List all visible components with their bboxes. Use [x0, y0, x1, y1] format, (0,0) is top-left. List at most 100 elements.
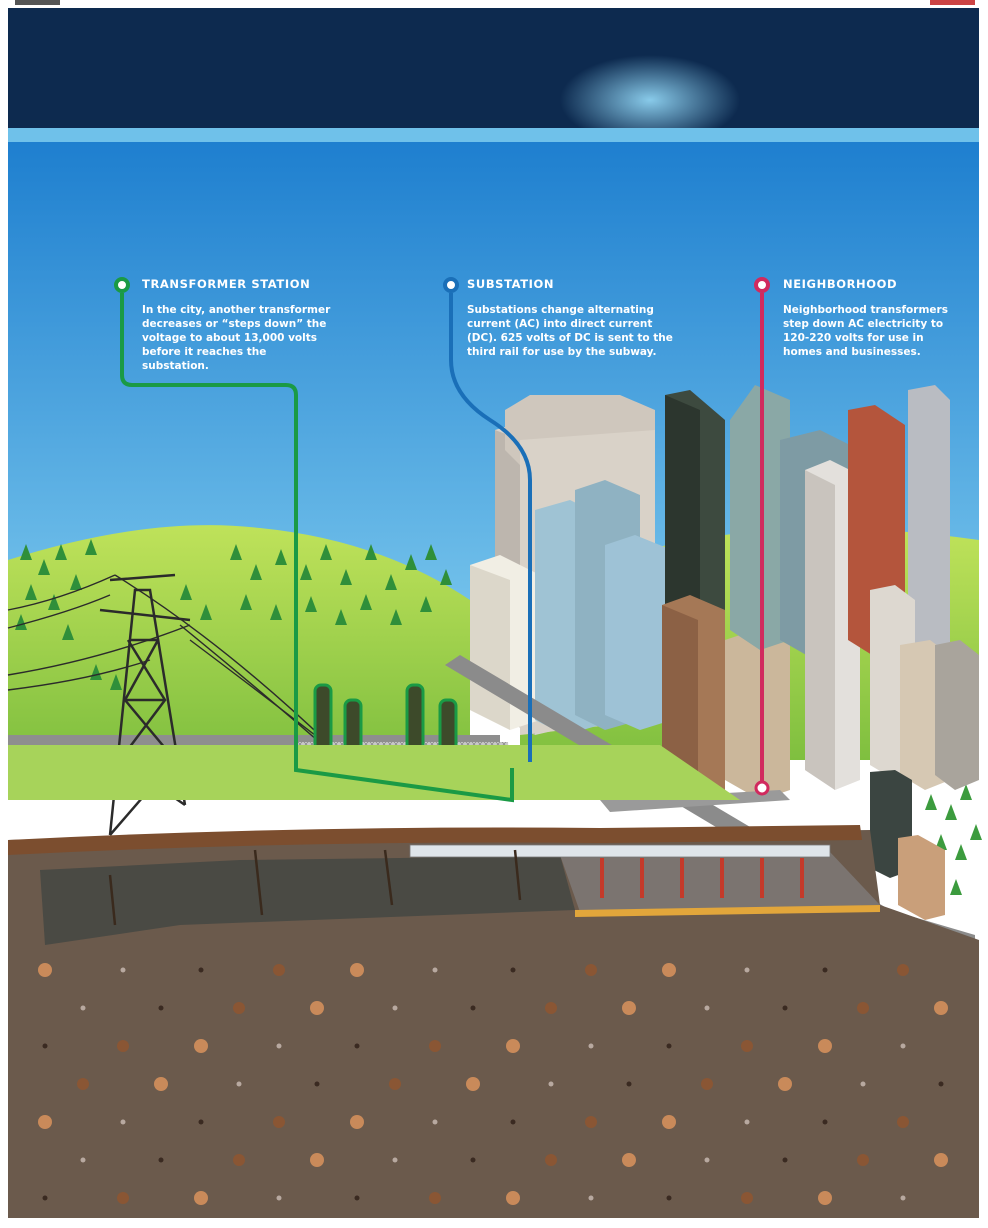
- soil-dot: [934, 1001, 948, 1015]
- neighborhood-endpoint: [754, 780, 770, 796]
- soil-dot: [510, 967, 516, 973]
- platform-edge: [575, 905, 880, 917]
- soil-dot: [392, 1157, 398, 1163]
- soil-dot: [744, 967, 750, 973]
- ground-surface: [8, 745, 740, 800]
- transformer-callout: TRANSFORMER STATION In the city, another…: [142, 277, 332, 373]
- soil-dot: [120, 1119, 126, 1125]
- soil-dot: [900, 1043, 906, 1049]
- earth-crust: [8, 830, 979, 1218]
- soil-dot: [666, 1195, 672, 1201]
- soil-dot: [80, 1157, 86, 1163]
- power-lines: [7, 574, 361, 771]
- soil-dot: [744, 1119, 750, 1125]
- crop-bar-right: [930, 0, 975, 5]
- tree-cluster-right: [920, 784, 982, 895]
- soil-dot: [622, 1001, 636, 1015]
- transformer-title: TRANSFORMER STATION: [142, 277, 311, 291]
- soil-dot: [662, 1115, 676, 1129]
- soil-dot: [273, 964, 285, 976]
- soil-dot: [194, 1191, 208, 1205]
- soil-dot: [38, 963, 52, 977]
- tunnel-supports: [108, 849, 522, 926]
- soil-dot: [506, 1039, 520, 1053]
- crop-bar-left: [15, 0, 60, 5]
- soil-dot: [276, 1195, 282, 1201]
- soil-dot: [782, 1005, 788, 1011]
- soil-dot: [545, 1002, 557, 1014]
- soil-dot: [545, 1154, 557, 1166]
- soil-dot: [38, 1115, 52, 1129]
- soil-dot: [236, 1081, 242, 1087]
- soil-dots: [38, 963, 948, 1205]
- soil-dot: [666, 1043, 672, 1049]
- soil-dot: [117, 1040, 129, 1052]
- horizon-strip: [8, 128, 979, 142]
- soil-dot: [429, 1192, 441, 1204]
- neighborhood-callout: NEIGHBORHOOD Neighborhood transformers s…: [783, 277, 948, 359]
- platform-columns: [600, 858, 804, 898]
- transformer-text: In the city, another transformer decreas…: [142, 304, 331, 372]
- soil-dot: [782, 1157, 788, 1163]
- city-street: [445, 655, 975, 948]
- soil-dot: [704, 1157, 710, 1163]
- neighborhood-marker: [754, 277, 770, 293]
- soil-dot: [470, 1005, 476, 1011]
- neighborhood-title: NEIGHBORHOOD: [783, 277, 898, 291]
- soil-dot: [704, 1005, 710, 1011]
- soil-dot: [233, 1002, 245, 1014]
- soil-dot: [80, 1005, 86, 1011]
- substation-callout: SUBSTATION Substations change alternatin…: [467, 277, 682, 359]
- soil-dot: [77, 1078, 89, 1090]
- soil-dot: [548, 1081, 554, 1087]
- soil-dot: [42, 1043, 48, 1049]
- soil-dot: [233, 1154, 245, 1166]
- soil-dot: [354, 1043, 360, 1049]
- subway-train: [409, 844, 831, 858]
- transformer-marker: [114, 277, 130, 293]
- soil-dot: [120, 967, 126, 973]
- soil-dot: [117, 1192, 129, 1204]
- soil-dot: [818, 1039, 832, 1053]
- soil-dot: [310, 1153, 324, 1167]
- cross-street: [600, 790, 790, 812]
- soil-dot: [350, 963, 364, 977]
- soil-dot: [741, 1192, 753, 1204]
- soil-dot: [818, 1191, 832, 1205]
- soil-dot: [276, 1043, 282, 1049]
- soil-dot: [154, 1077, 168, 1091]
- soil-dot: [897, 1116, 909, 1128]
- soil-dot: [662, 963, 676, 977]
- soil-dot: [934, 1153, 948, 1167]
- soil-dot: [897, 964, 909, 976]
- soil-dot: [860, 1081, 866, 1087]
- soil-dot: [857, 1154, 869, 1166]
- subway-tunnel: [40, 855, 575, 945]
- transformer-line: [120, 293, 514, 803]
- substation-title: SUBSTATION: [467, 277, 555, 291]
- soil-dot: [310, 1001, 324, 1015]
- soil-dot: [429, 1040, 441, 1052]
- light-glow: [560, 55, 740, 145]
- substation-text: Substations change alternating current (…: [467, 304, 673, 358]
- soil-dot: [626, 1081, 632, 1087]
- soil-dot: [198, 1119, 204, 1125]
- soil-dot: [198, 967, 204, 973]
- substation-line: [449, 293, 532, 762]
- soil-dot: [350, 1115, 364, 1129]
- soil-dot: [900, 1195, 906, 1201]
- soil-dot: [466, 1077, 480, 1091]
- soil-dot: [432, 1119, 438, 1125]
- crust-top: [8, 825, 862, 855]
- substation-marker: [443, 277, 459, 293]
- soil-dot: [389, 1078, 401, 1090]
- soil-dot: [392, 1005, 398, 1011]
- soil-dot: [857, 1002, 869, 1014]
- soil-dot: [778, 1077, 792, 1091]
- soil-dot: [314, 1081, 320, 1087]
- soil-dot: [622, 1153, 636, 1167]
- neighborhood-text: Neighborhood transformers step down AC e…: [783, 304, 948, 358]
- soil-dot: [470, 1157, 476, 1163]
- soil-dot: [354, 1195, 360, 1201]
